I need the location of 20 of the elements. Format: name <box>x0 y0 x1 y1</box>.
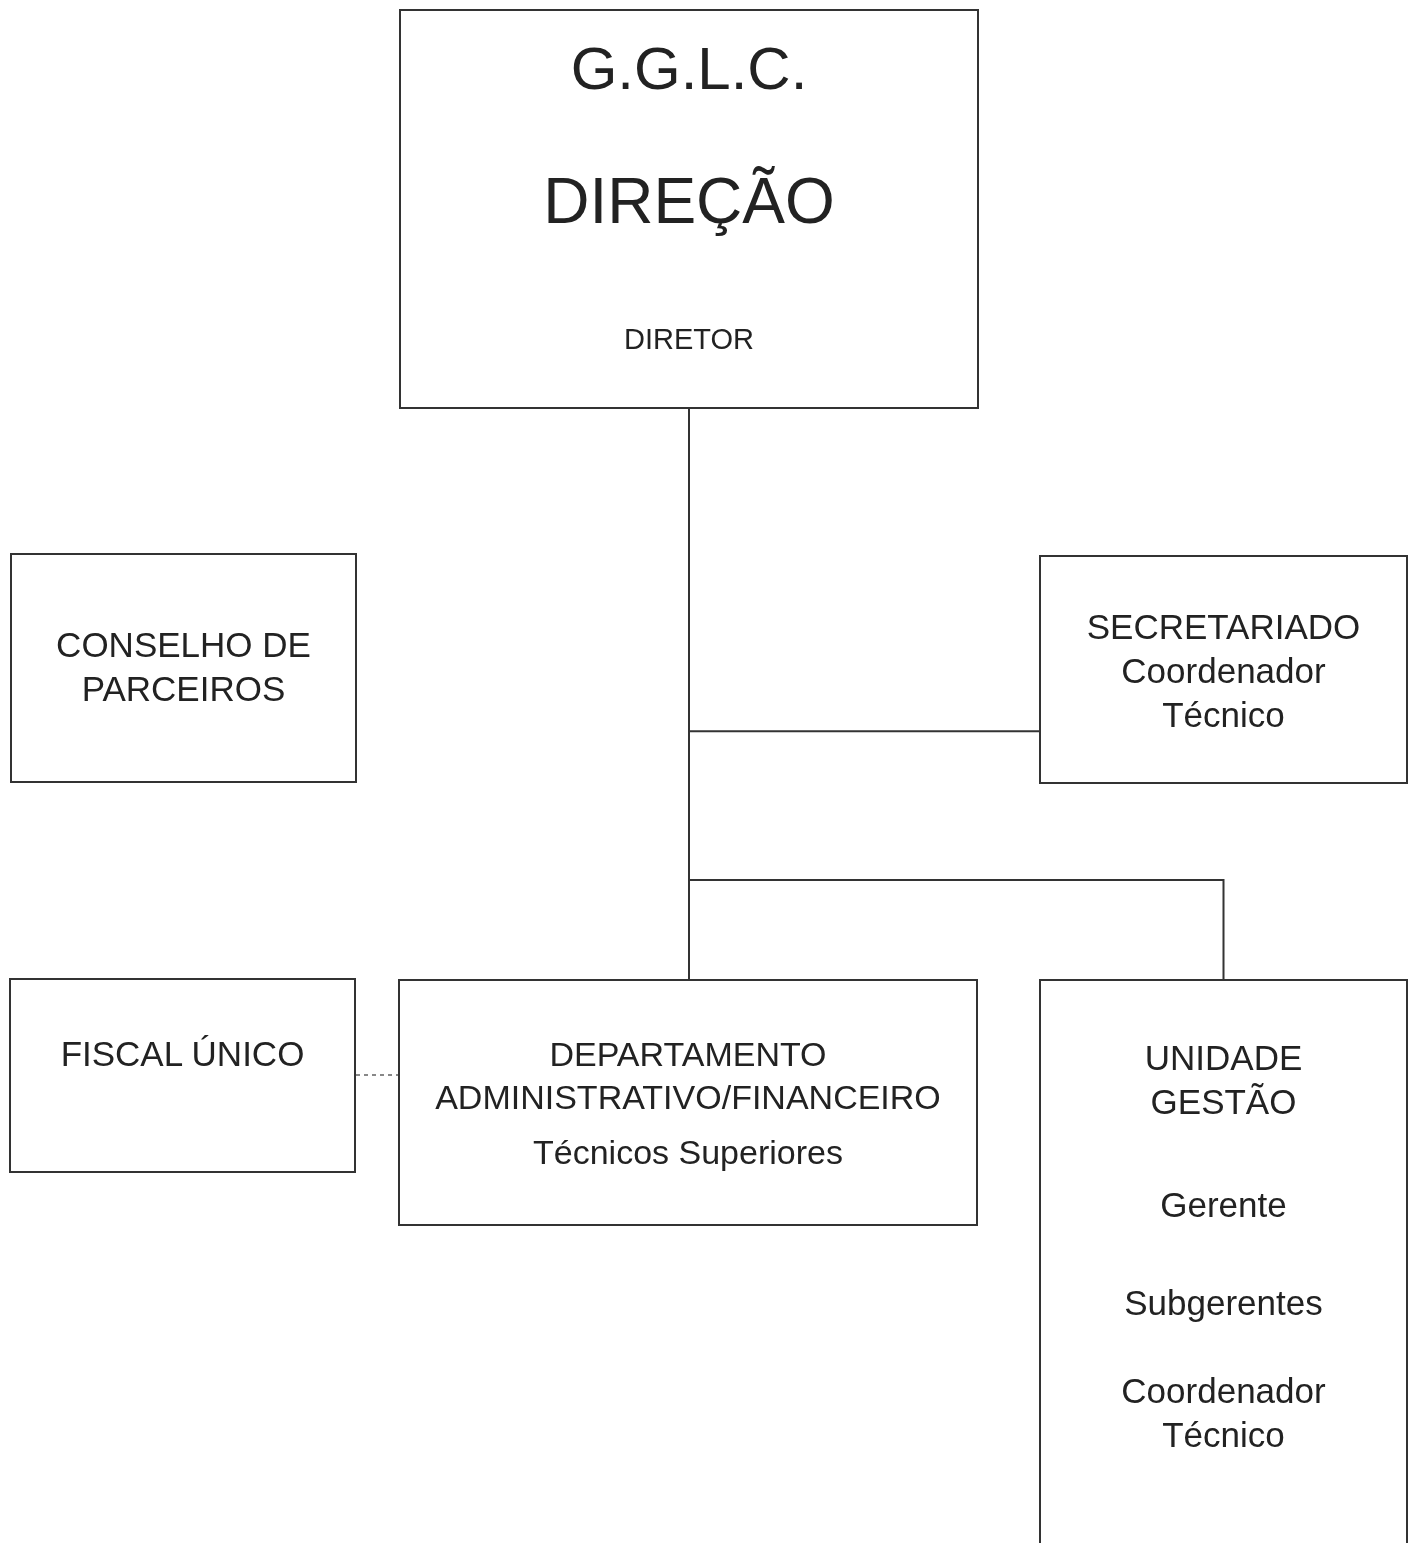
org-box <box>399 9 979 409</box>
role-label: Técnicos Superiores <box>532 1132 844 1173</box>
org-box <box>10 553 357 783</box>
role-label: DIREÇÃO <box>542 164 836 239</box>
org-box <box>1039 555 1408 784</box>
org-box <box>9 978 356 1173</box>
unit-title: UNIDADE GESTÃO <box>1143 1037 1304 1124</box>
unit-title: SECRETARIADO <box>1085 606 1362 648</box>
unit-title: G.G.L.C. <box>569 34 809 104</box>
org-box <box>1039 979 1408 1543</box>
unit-title: DEPARTAMENTO ADMINISTRATIVO/FINANCEIRO <box>434 1034 942 1119</box>
role-label: Subgerentes <box>1123 1282 1324 1324</box>
role-label: Gerente <box>1159 1184 1288 1226</box>
unit-title: CONSELHO DE PARCEIROS <box>55 624 312 711</box>
role-label: Coordenador Técnico <box>1120 1370 1327 1457</box>
role-label: DIRETOR <box>623 322 755 357</box>
org-box <box>398 979 978 1226</box>
role-label: Coordenador Técnico <box>1120 650 1327 737</box>
unit-title: FISCAL ÚNICO <box>59 1033 306 1075</box>
connector-line <box>355 1074 399 1076</box>
